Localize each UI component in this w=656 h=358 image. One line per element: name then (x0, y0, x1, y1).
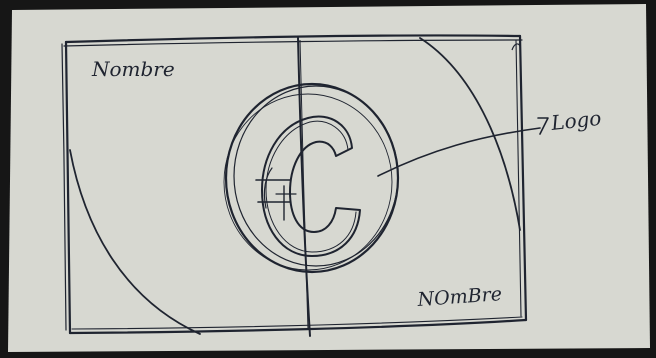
name-label-top-left: Nombre (91, 57, 175, 81)
